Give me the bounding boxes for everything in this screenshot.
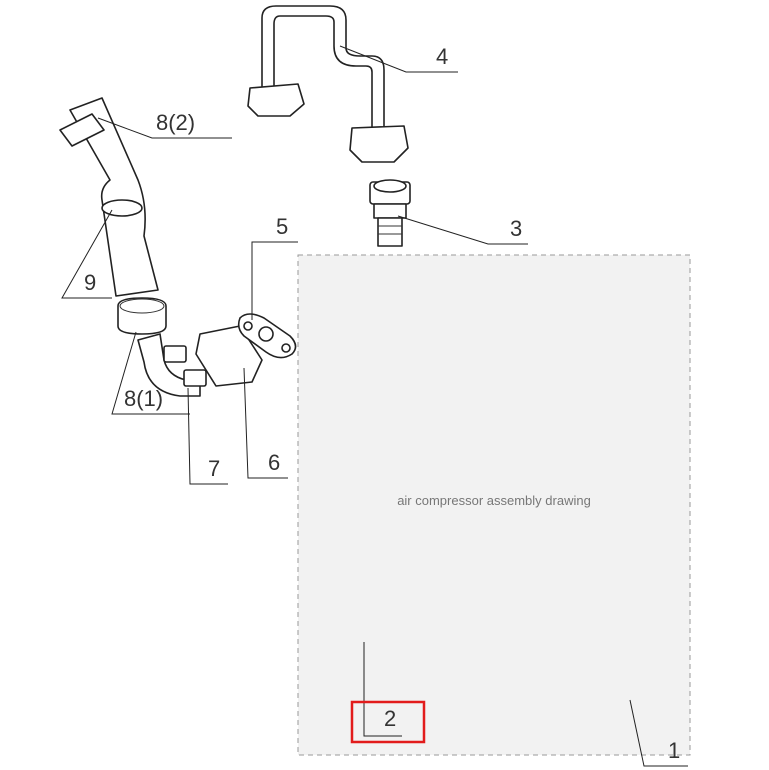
callout-9: 9 (84, 270, 96, 295)
leader-1 (629, 699, 688, 767)
pipe-part-4 (247, 5, 409, 163)
callout-6: 6 (268, 450, 280, 475)
callout-8-1: 8(1) (124, 386, 163, 411)
leader-6 (243, 367, 288, 479)
leader-7 (187, 387, 228, 485)
callout-3: 3 (510, 216, 522, 241)
elbow-part-7 (137, 325, 263, 397)
leader-lines (61, 45, 688, 767)
callout-8-2: 8(2) (156, 110, 195, 135)
hose-part-9 (59, 97, 159, 297)
leader-2 (363, 642, 402, 737)
callout-5: 5 (276, 214, 288, 239)
leader-3 (397, 215, 528, 245)
callout-labels: 1 2 3 4 5 6 7 8(1) 8(2) 9 (84, 44, 680, 763)
leader-8-2 (97, 117, 232, 139)
fitting-part-3 (369, 179, 411, 247)
compressor-body-placeholder: air compressor assembly drawing (297, 254, 691, 756)
placeholder-label: air compressor assembly drawing (397, 493, 591, 508)
leader-5 (251, 241, 298, 320)
callout-2: 2 (384, 706, 396, 731)
callout-1: 1 (668, 738, 680, 763)
ring-part-8-1 (117, 297, 167, 335)
leader-9 (61, 209, 113, 299)
callout-4: 4 (436, 44, 448, 69)
highlight-box (350, 700, 426, 744)
leader-4 (339, 45, 458, 73)
leader-8-1 (111, 331, 190, 415)
gasket-part-5 (237, 313, 297, 359)
callout-7: 7 (208, 456, 220, 481)
